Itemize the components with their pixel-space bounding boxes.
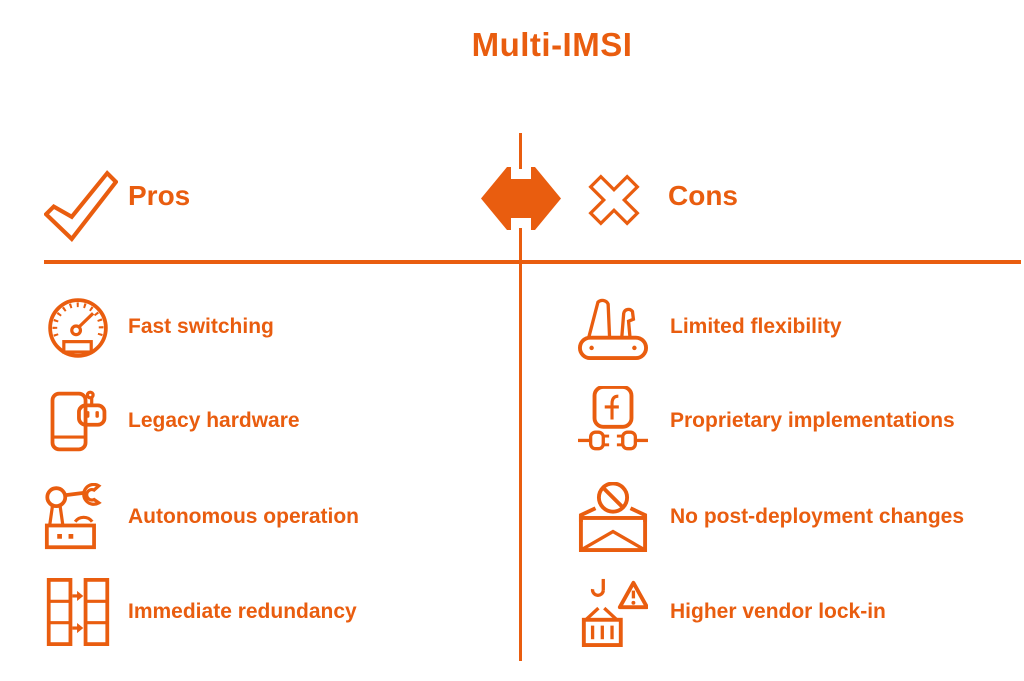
cons-item-higher-vendor-lock-in: Higher vendor lock-in — [578, 577, 886, 647]
pros-heading: Pros — [128, 180, 191, 211]
cross-icon — [585, 171, 643, 229]
item-label: Immediate redundancy — [128, 600, 357, 623]
pros-item-immediate-redundancy: Immediate redundancy — [44, 577, 357, 647]
crane-warning-icon — [578, 577, 648, 647]
item-label: Fast switching — [128, 315, 274, 338]
item-label: No post-deployment changes — [670, 505, 965, 528]
f-plug-icon — [578, 386, 648, 456]
horizontal-divider — [44, 260, 1021, 264]
mobile-robot-icon — [44, 387, 112, 455]
item-label: Higher vendor lock-in — [670, 600, 886, 623]
checkmark-icon — [44, 168, 118, 242]
item-label: Limited flexibility — [670, 315, 842, 338]
cons-heading: Cons — [668, 180, 738, 211]
cons-item-limited-flexibility: Limited flexibility — [578, 292, 842, 362]
pros-item-autonomous-operation: Autonomous operation — [44, 482, 359, 552]
robot-arm-icon — [44, 483, 112, 551]
item-label: Legacy hardware — [128, 409, 300, 432]
redundancy-columns-icon — [44, 578, 112, 646]
item-label: Proprietary implementations — [670, 409, 955, 432]
item-label: Autonomous operation — [128, 505, 359, 528]
pros-item-fast-switching: Fast switching — [44, 292, 274, 362]
page-title: Multi-IMSI — [471, 26, 633, 63]
cons-item-proprietary-implementations: Proprietary implementations — [578, 386, 955, 456]
left-right-arrow-icon — [481, 167, 561, 230]
speedometer-icon — [44, 293, 112, 361]
cons-item-no-post-deployment-changes: No post-deployment changes — [578, 482, 964, 552]
vertical-divider-bottom — [519, 228, 522, 661]
pros-item-legacy-hardware: Legacy hardware — [44, 386, 300, 456]
vertical-divider-top — [519, 133, 522, 169]
blocked-mail-icon — [578, 482, 648, 552]
swiss-army-knife-icon — [578, 292, 648, 362]
